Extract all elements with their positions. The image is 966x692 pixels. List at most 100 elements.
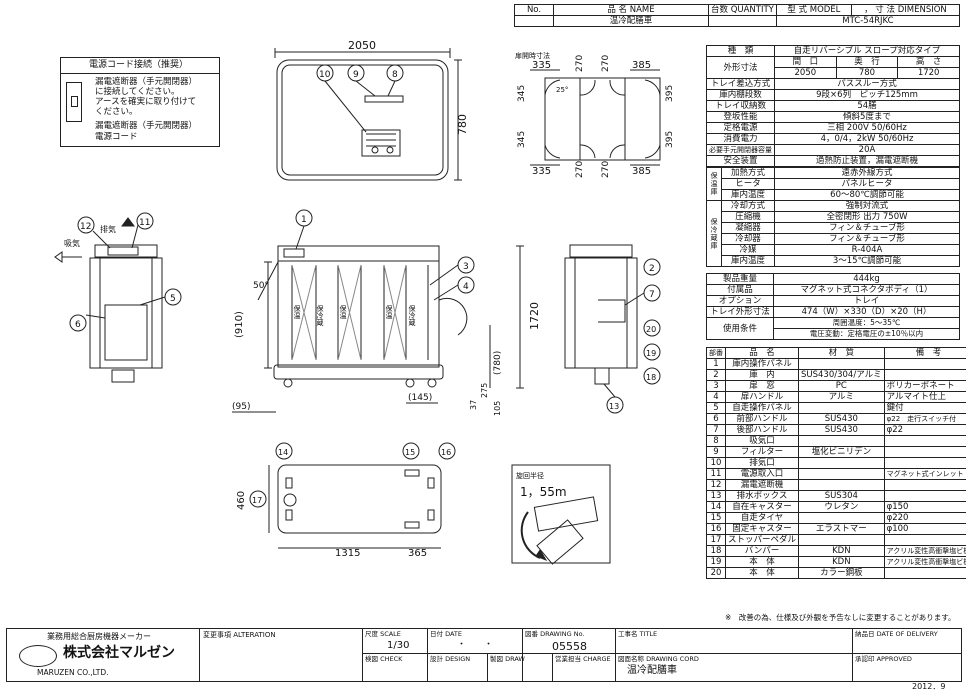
- svg-text:3: 3: [463, 262, 469, 272]
- svg-text:10: 10: [319, 70, 331, 80]
- drawing-number: 05558: [552, 640, 587, 653]
- power-notice: 電源コード接続（推奨） 漏電遮断器（手元開閉器） に接続してください。 アースを…: [60, 57, 220, 147]
- svg-text:(780): (780): [493, 351, 503, 375]
- drawing-title: 温冷配膳車: [627, 665, 677, 676]
- svg-text:50°: 50°: [253, 281, 269, 291]
- svg-text:(95): (95): [232, 402, 250, 412]
- notice-title: 電源コード接続（推奨）: [89, 60, 189, 70]
- dim-2050: 2050: [348, 39, 376, 52]
- svg-text:25°: 25°: [556, 86, 568, 94]
- svg-text:排気: 排気: [100, 224, 116, 234]
- svg-text:7: 7: [649, 290, 655, 300]
- svg-text:2: 2: [649, 264, 655, 274]
- header-table: No. 品 名 NAME 台数 QUANTITY 型 式 MODEL ， 寸 法…: [514, 4, 961, 27]
- svg-text:保温: 保温: [385, 304, 393, 320]
- svg-text:15: 15: [405, 448, 415, 457]
- svg-text:395: 395: [665, 131, 675, 148]
- svg-text:9: 9: [353, 70, 359, 80]
- svg-text:1，55m: 1，55m: [520, 485, 567, 499]
- spec-table: 種 類自走リバーシブル スロープ対応タイプ 外形寸法 間 口 奥 行 高 さ 2…: [706, 45, 960, 167]
- svg-text:(910): (910): [234, 311, 245, 338]
- svg-text:5: 5: [170, 294, 176, 304]
- svg-text:335: 335: [532, 60, 551, 71]
- technical-drawing: 2050 780 10 9 8 扉開時寸法 335 385 335 385 27…: [54, 39, 675, 565]
- svg-text:13: 13: [609, 402, 619, 411]
- bottom-view: 460 1315 365 14 15 16 17: [236, 442, 456, 559]
- issue-date: 2012．9: [912, 682, 946, 691]
- svg-text:17: 17: [252, 496, 262, 505]
- svg-text:385: 385: [632, 60, 651, 71]
- svg-text:保冷蔵: 保冷蔵: [408, 304, 416, 327]
- breaker-label: 漏電遮断器（手元開閉器）: [95, 121, 198, 131]
- svg-text:20: 20: [646, 325, 656, 334]
- svg-text:保温: 保温: [339, 304, 347, 320]
- svg-text:270: 270: [575, 161, 585, 178]
- svg-text:8: 8: [392, 70, 398, 80]
- model-header: 型 式 MODEL: [775, 4, 852, 16]
- svg-text:保冷蔵: 保冷蔵: [316, 304, 324, 327]
- svg-text:385: 385: [632, 166, 651, 177]
- svg-text:1315: 1315: [335, 548, 360, 559]
- svg-text:365: 365: [408, 548, 427, 559]
- svg-text:270: 270: [601, 55, 611, 72]
- svg-text:保温: 保温: [293, 304, 301, 320]
- svg-text:1: 1: [301, 215, 307, 225]
- svg-text:395: 395: [665, 85, 675, 102]
- svg-text:4: 4: [463, 282, 469, 292]
- svg-text:16: 16: [441, 448, 451, 457]
- svg-text:6: 6: [75, 320, 81, 330]
- svg-text:14: 14: [278, 448, 288, 457]
- company-block: 業務用総合厨房機器メーカー 株式会社マルゼン MARUZEN CO.,LTD.: [7, 629, 200, 681]
- svg-text:扉開時寸法: 扉開時寸法: [515, 51, 550, 60]
- svg-text:(145): (145): [408, 393, 432, 403]
- svg-text:旋回半径: 旋回半径: [516, 471, 544, 480]
- svg-text:345: 345: [517, 131, 527, 148]
- title-block: 業務用総合厨房機器メーカー 株式会社マルゼン MARUZEN CO.,LTD. …: [6, 628, 962, 682]
- svg-text:18: 18: [646, 373, 656, 382]
- breaker-symbol: [66, 82, 82, 122]
- product-name: 温冷配膳車: [553, 15, 709, 27]
- qty-header: 台数 QUANTITY: [708, 4, 777, 16]
- dim-header: ， 寸 法 DIMENSION: [850, 4, 961, 16]
- svg-text:460: 460: [236, 491, 247, 510]
- scale-value: 1/30: [387, 640, 410, 651]
- front-view: 保温 保冷蔵 保温 保温 保冷蔵 50° (910) 1720 (780) 27…: [232, 209, 541, 416]
- svg-text:吸気: 吸気: [64, 238, 80, 248]
- company-name: 株式会社マルゼン: [63, 645, 175, 661]
- top-view: 2050 780 10 9 8: [274, 39, 469, 181]
- turning-radius-diagram: 旋回半径 1，55m: [511, 464, 611, 565]
- svg-text:105: 105: [493, 401, 502, 416]
- svg-text:275: 275: [480, 383, 489, 398]
- svg-text:1720: 1720: [528, 302, 541, 330]
- svg-text:335: 335: [532, 166, 551, 177]
- left-side-view: 吸気 排気 12 11 5 6: [54, 212, 182, 383]
- model-number: MTC-54RJKC: [775, 15, 961, 27]
- svg-text:270: 270: [575, 55, 585, 72]
- svg-text:11: 11: [139, 218, 150, 228]
- cord-label: 電源コード: [95, 132, 138, 142]
- dim-780-top: 780: [456, 114, 469, 135]
- svg-text:37: 37: [469, 400, 478, 410]
- svg-text:345: 345: [517, 85, 527, 102]
